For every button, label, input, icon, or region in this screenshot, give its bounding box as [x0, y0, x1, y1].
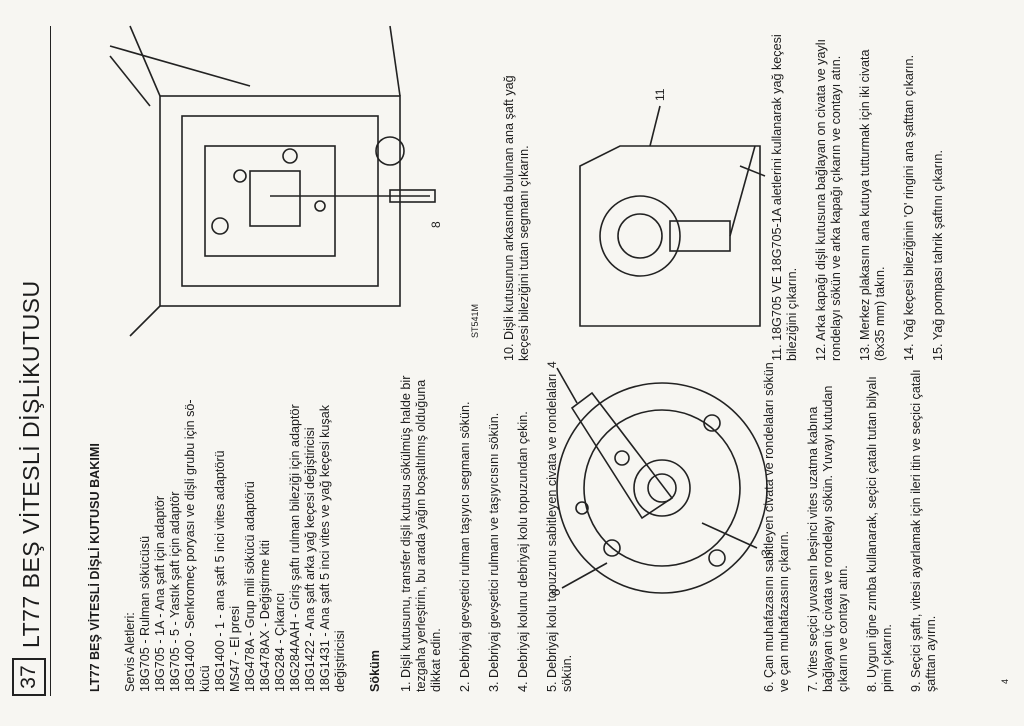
section-title: LT77 BEŞ VİTESLİ DİŞLİ KUTUSU BAKIMI [88, 443, 102, 692]
step-item: 9. Seçici şaftı, vitesi ayarlamak için i… [909, 369, 938, 692]
tool-item: 18G1400 - Senkromeç poryası ve dişli gru… [183, 399, 197, 692]
text-column-2: 6. Çan muhafazasını sabitleyen civata ve… [762, 362, 953, 692]
page-header: 37 LT77 BEŞ VİTESLİ DİŞLİKUTUSU [6, 26, 51, 696]
step-item: 2. Debriyaj gevşetici rulman taşıyıcı se… [458, 401, 472, 692]
step-item: 4. Debriyaj kolunu debriyaj kolu topuzun… [516, 411, 530, 692]
callout-6: 6 [549, 589, 563, 596]
removal-heading: Söküm [368, 650, 382, 692]
tool-item: 18G284AAH - Giriş şaftı rulman bileziği … [288, 404, 302, 692]
tool-item: 18G705 - Rulman sökücüsü [138, 535, 152, 692]
text-column-3: 11. 18G705 VE 18G705-1A aletlerini kulla… [770, 21, 960, 361]
tool-list: Servis Aletleri: 18G705 - Rulman sökücüs… [123, 362, 348, 692]
step-item: 8. Uygun iğne zımba kullanarak, seçici ç… [865, 376, 894, 692]
tool-item: 18G1431 - Ana şaft 5 inci vites ve yağ k… [318, 404, 332, 692]
callout-3: 3 [759, 549, 773, 556]
page-title: LT77 BEŞ VİTESLİ DİŞLİKUTUSU [18, 280, 44, 648]
tool-item: 18G478AX - Değiştirme kiti [258, 540, 272, 692]
tool-item: 18G705 - 1A - Ana şaft için adaptör [153, 495, 167, 692]
tool-item: 18G1400 - 1 - ana şaft 5 inci vites adap… [213, 450, 227, 692]
step-item: 12. Arka kapağı dişli kutusuna bağlayan … [814, 38, 843, 361]
tool-item: kücü [198, 665, 212, 692]
step-item: 7. Vites seçici yuvasını beşinci vites u… [806, 385, 850, 692]
tool-item: 18G705 - 5 - Yastık şaft için adaptör [168, 491, 182, 692]
step-item: 14. Yağ keçesi bileziğinin 'O' ringini a… [902, 54, 916, 361]
step-item: 13. Merkez plakasını ana kutuya tutturma… [858, 49, 887, 362]
tool-item: 18G284 - Çıkarıcı [273, 592, 287, 692]
step-10-caption: 10. Dişli kutusunun arkasında bulunan an… [502, 75, 531, 361]
tool-item: değiştiricisi [333, 630, 347, 692]
tool-item: MS47 - El presi [228, 605, 242, 692]
step-item: 11. 18G705 VE 18G705-1A aletlerini kulla… [770, 34, 799, 361]
figure-gearbox-housing: 8 [109, 25, 443, 337]
footer-number: 4 [1000, 678, 1010, 684]
text-column-1: LT77 BEŞ VİTESLİ DİŞLİ KUTUSU BAKIMI Ser… [88, 362, 589, 692]
tool-item: 18G1422 - Ana şaft arka yağ keçesi değiş… [303, 427, 317, 692]
step-item: 15. Yağ pompası tahrik şaftını çıkarın. [931, 150, 945, 361]
callout-8: 8 [429, 221, 443, 228]
figure-code: ST541M [470, 303, 480, 338]
callout-11: 11 [653, 88, 667, 101]
figure-clutch-fork: 6 4 3 [545, 361, 773, 596]
figure-oil-seal-tool: 11 [579, 88, 766, 327]
tool-item: 18G478A - Grup mili sökücü adaptörü [243, 481, 257, 692]
tools-heading: Servis Aletleri: [123, 612, 137, 692]
step-item: 1. Dişli kutusunu, transfer dişli kutusu… [399, 375, 443, 692]
step-item: 3. Debriyaj gevşetici rulmanı ve taşıyıc… [487, 412, 501, 692]
page-number: 37 [12, 658, 46, 696]
callout-4: 4 [545, 361, 559, 368]
